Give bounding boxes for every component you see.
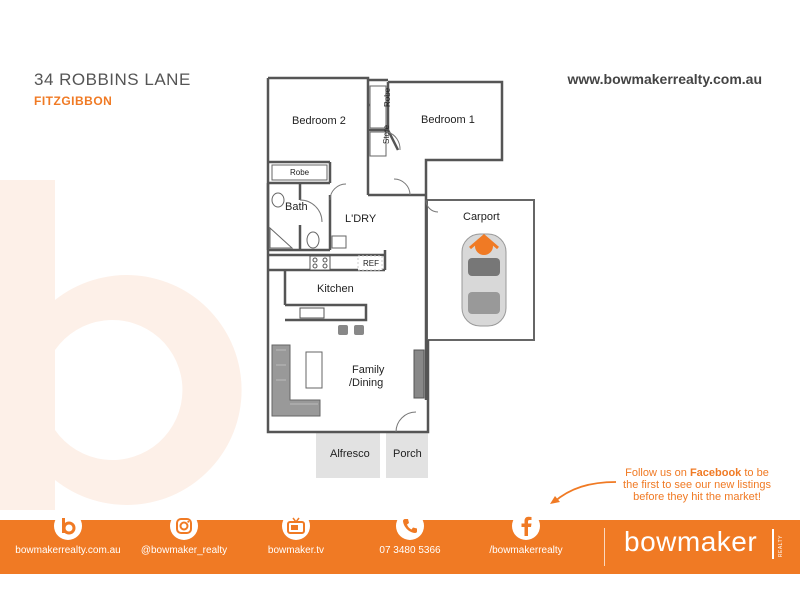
footer-website-label: bowmakerrealty.com.au [15, 545, 121, 556]
label-dining: /Dining [349, 377, 383, 389]
street-address: 34 ROBBINS LANE [34, 70, 191, 89]
website-link[interactable]: www.bowmakerrealty.com.au [567, 71, 762, 87]
instagram-icon [170, 512, 198, 540]
label-bedroom-2: Bedroom 2 [292, 115, 346, 127]
footer-facebook[interactable]: /bowmakerrealty [466, 512, 586, 566]
footer-facebook-label: /bowmakerrealty [489, 545, 563, 556]
brand-logo-sub: REALTY [778, 535, 784, 558]
facebook-icon [512, 512, 540, 540]
brand-logo-bar [772, 529, 774, 559]
address-block: 34 ROBBINS LANE FITZGIBBON [34, 70, 191, 108]
footer-phone-label: 07 3480 5366 [379, 545, 441, 556]
label-laundry: L'DRY [345, 213, 377, 225]
bowmaker-logo-icon [54, 512, 82, 540]
footer-tv-label: bowmaker.tv [267, 545, 325, 556]
alfresco-area [316, 432, 380, 478]
footer-instagram[interactable]: @bowmaker_realty [124, 512, 244, 566]
label-bath: Bath [285, 201, 308, 213]
label-robe-horizontal: Robe [290, 168, 310, 177]
label-carport: Carport [463, 211, 500, 223]
brand-watermark [0, 180, 242, 510]
label-porch: Porch [393, 448, 422, 460]
label-family: Family [352, 364, 385, 376]
footer-instagram-label: @bowmaker_realty [140, 545, 228, 556]
facebook-promo: Follow us on Facebook to be the first to… [612, 467, 782, 503]
label-bedroom-1: Bedroom 1 [421, 114, 475, 126]
label-kitchen: Kitchen [317, 283, 354, 295]
promo-prefix: Follow us on [625, 467, 690, 479]
footer-tv[interactable]: bowmaker.tv [236, 512, 356, 566]
tv-icon [282, 512, 310, 540]
promo-line-2: the first to see our new listings [623, 479, 771, 491]
footer-bar: bowmakerrealty.com.au @bowmaker_realty b… [0, 512, 800, 574]
promo-suffix: to be [741, 467, 769, 479]
suburb-name: FITZGIBBON [34, 94, 113, 108]
curved-arrow-icon [550, 481, 617, 504]
phone-icon [396, 512, 424, 540]
footer-website[interactable]: bowmakerrealty.com.au [8, 512, 128, 566]
footer-phone[interactable]: 07 3480 5366 [350, 512, 470, 566]
label-store: Store [382, 124, 391, 144]
promo-facebook: Facebook [689, 467, 742, 479]
porch-area [386, 432, 428, 478]
footer-divider [604, 528, 605, 566]
label-fridge: REF [363, 259, 379, 268]
brand-logo: bowmaker [624, 526, 758, 557]
car-illustration [461, 233, 507, 327]
promo-line-3: before they hit the market! [633, 491, 761, 503]
label-robe-vertical: Robe [383, 87, 392, 107]
label-alfresco: Alfresco [330, 448, 370, 460]
